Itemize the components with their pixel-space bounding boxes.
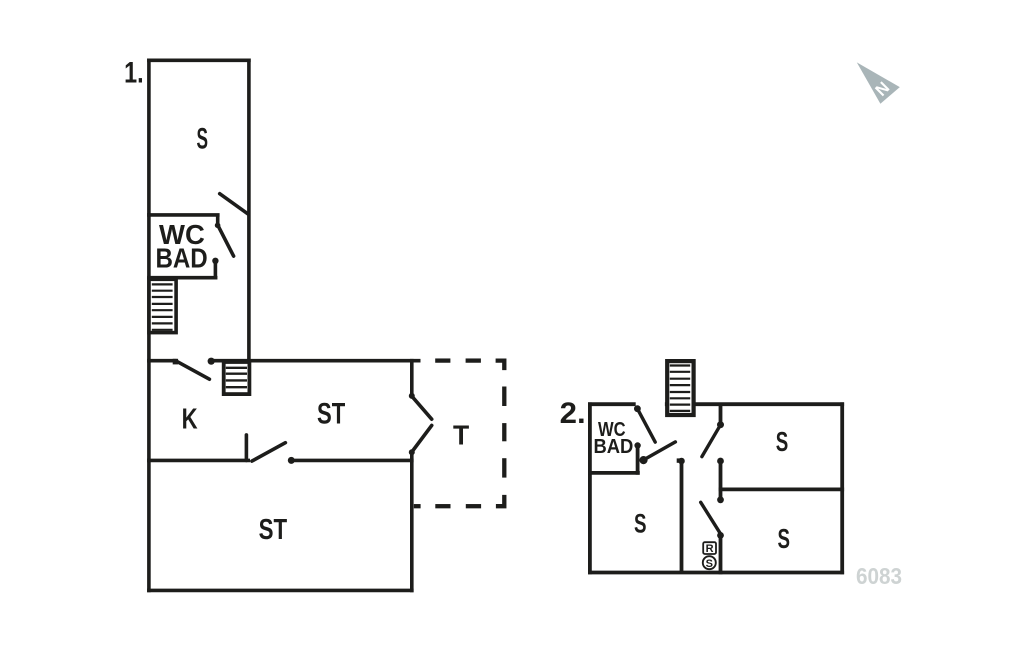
svg-text:BAD: BAD [155,242,207,273]
svg-text:6083: 6083 [856,563,902,589]
svg-text:S: S [634,509,647,539]
svg-text:2.: 2. [560,397,586,430]
svg-text:ST: ST [259,514,288,546]
svg-text:WC: WC [598,419,626,441]
svg-text:BAD: BAD [593,436,633,458]
svg-text:T: T [453,420,470,451]
svg-text:WC: WC [159,219,205,250]
svg-text:ST: ST [317,398,345,431]
svg-text:1.: 1. [124,57,144,90]
svg-text:S: S [196,123,208,156]
svg-text:R: R [706,543,714,555]
svg-text:S: S [706,558,713,570]
svg-text:S: S [777,523,790,554]
svg-text:K: K [182,402,198,434]
svg-text:S: S [776,426,789,457]
